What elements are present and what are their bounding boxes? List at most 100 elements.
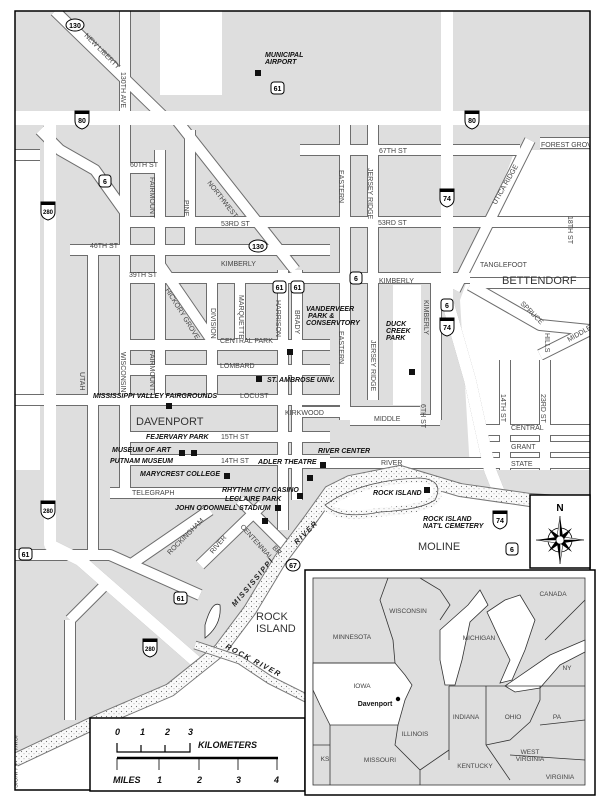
inset-iowa bbox=[312, 662, 413, 726]
svg-text:130: 130 bbox=[69, 23, 81, 30]
svg-text:NY: NY bbox=[562, 665, 572, 672]
us-6-shield: 6 bbox=[440, 298, 454, 312]
svg-text:1: 1 bbox=[157, 775, 162, 785]
svg-text:80: 80 bbox=[78, 118, 86, 125]
svg-text:MISSOURI: MISSOURI bbox=[364, 757, 396, 764]
svg-text:VIRGINIA: VIRGINIA bbox=[516, 756, 545, 763]
label-hills: HILLS bbox=[543, 333, 550, 353]
label-marquette: MARQUETTE bbox=[237, 295, 244, 339]
state-route-130-shield: 130 bbox=[65, 18, 85, 32]
us-61-shield: 61 bbox=[270, 81, 285, 95]
svg-text:MICHIGAN: MICHIGAN bbox=[463, 635, 496, 642]
landmark-markers bbox=[166, 70, 430, 524]
interstate-74-shield: 74 bbox=[439, 188, 455, 208]
label-forest-grove: FOREST GROVE bbox=[541, 142, 597, 149]
scale-bar: 0 1 2 3 KILOMETERS MILES 1 2 3 4 bbox=[89, 717, 306, 792]
place-labels: MUNICIPAL AIRPORT VANDERVEER PARK & CONS… bbox=[93, 52, 485, 530]
label-division: DIVISION bbox=[209, 308, 216, 339]
svg-text:0: 0 bbox=[115, 727, 120, 737]
label-fairmount: FAIRMOUNT bbox=[148, 177, 155, 219]
label-53rd-st-west: 53RD ST bbox=[221, 221, 251, 228]
svg-text:280: 280 bbox=[43, 210, 54, 216]
label-18th-st: 18TH ST bbox=[566, 216, 573, 245]
label-lombard: LOMBARD bbox=[220, 363, 255, 370]
us-6-shield: 6 bbox=[505, 542, 519, 556]
svg-text:74: 74 bbox=[443, 325, 451, 332]
svg-text:2: 2 bbox=[196, 775, 202, 785]
label-duck-creek-2: CREEK bbox=[386, 328, 411, 335]
label-museum-of-art: MUSEUM OF ART bbox=[112, 447, 171, 454]
svg-text:280: 280 bbox=[43, 509, 54, 515]
svg-text:OHIO: OHIO bbox=[505, 714, 522, 721]
label-130th-ave: 130TH AVE bbox=[119, 72, 126, 108]
label-iowa-border: IOWA bbox=[11, 735, 17, 751]
svg-text:PA: PA bbox=[553, 714, 562, 721]
label-kimberly-east: KIMBERLY bbox=[379, 278, 414, 285]
kilometers-label: KILOMETERS bbox=[198, 740, 257, 750]
city-davenport: DAVENPORT bbox=[136, 416, 204, 428]
svg-text:4: 4 bbox=[273, 775, 279, 785]
lake-erie bbox=[504, 639, 586, 693]
city-rock-island-1: ROCK bbox=[256, 611, 288, 623]
label-60th-st: 60TH ST bbox=[130, 162, 159, 169]
label-putnam-museum: PUTNAM MUSEUM bbox=[110, 458, 173, 465]
label-eastern-south: EASTERN bbox=[337, 331, 344, 364]
label-illinois-border: ILLINOIS bbox=[11, 763, 17, 788]
state-route-130-shield: 130 bbox=[248, 239, 268, 253]
label-duck-creek-3: PARK bbox=[386, 335, 406, 342]
svg-text:3: 3 bbox=[188, 727, 193, 737]
lake-huron bbox=[486, 594, 536, 684]
svg-text:280: 280 bbox=[145, 647, 156, 653]
label-stadium: JOHN O'DONNELL STADIUM bbox=[175, 505, 271, 512]
svg-text:CANADA: CANADA bbox=[539, 591, 567, 598]
svg-text:VIRGINIA: VIRGINIA bbox=[546, 774, 575, 781]
svg-text:130: 130 bbox=[252, 244, 264, 251]
label-pine: PINE bbox=[182, 200, 189, 217]
interstate-280-shield: 280 bbox=[142, 638, 158, 658]
label-46th-st: 46TH ST bbox=[90, 243, 119, 250]
label-state: STATE bbox=[511, 461, 533, 468]
label-fairmount-south: FAIRMOUNT bbox=[148, 350, 155, 392]
label-central-park: CENTRAL PARK bbox=[220, 338, 273, 345]
svg-text:ILLINOIS: ILLINOIS bbox=[402, 731, 429, 738]
label-15th-st: 15TH ST bbox=[221, 434, 250, 441]
label-middle-west: MIDDLE bbox=[374, 416, 401, 423]
label-cemetery-1: ROCK ISLAND bbox=[423, 516, 472, 523]
interstate-280-shield: 280 bbox=[40, 201, 56, 221]
miles-label: MILES bbox=[113, 775, 141, 785]
label-fairgrounds: MISSISSIPPI VALLEY FAIRGROUNDS bbox=[93, 393, 218, 400]
label-53rd-st-east: 53RD ST bbox=[378, 220, 408, 227]
svg-text:INDIANA: INDIANA bbox=[453, 714, 480, 721]
svg-text:WISCONSIN: WISCONSIN bbox=[389, 608, 427, 615]
svg-text:MINNESOTA: MINNESOTA bbox=[333, 634, 372, 641]
label-airport-2: AIRPORT bbox=[264, 59, 297, 66]
inset-davenport-marker bbox=[395, 696, 401, 702]
label-locust: LOCUST bbox=[240, 393, 269, 400]
interstate-280-shield: 280 bbox=[40, 500, 56, 520]
svg-text:3: 3 bbox=[236, 775, 241, 785]
label-vanderveer-3: CONSERVTORY bbox=[306, 320, 361, 327]
city-rock-island-2: ISLAND bbox=[256, 623, 296, 635]
label-23rd-st: 23RD ST bbox=[539, 394, 546, 424]
svg-text:61: 61 bbox=[276, 285, 284, 292]
label-67th-st: 67TH ST bbox=[379, 148, 408, 155]
label-telegraph: TELEGRAPH bbox=[132, 490, 174, 497]
interstate-74-shield: 74 bbox=[439, 317, 455, 337]
label-central: CENTRAL bbox=[511, 425, 544, 432]
river-islet bbox=[204, 603, 221, 639]
label-airport-1: MUNICIPAL bbox=[265, 52, 303, 59]
svg-text:2: 2 bbox=[164, 727, 170, 737]
svg-text:6: 6 bbox=[510, 547, 514, 554]
compass-star-icon bbox=[535, 515, 585, 565]
label-utah: UTAH bbox=[78, 372, 85, 391]
svg-text:74: 74 bbox=[443, 196, 451, 203]
city-moline: MOLINE bbox=[418, 541, 460, 553]
label-kimberly-west: KIMBERLY bbox=[221, 261, 256, 268]
label-14th-st: 14TH ST bbox=[221, 458, 250, 465]
svg-text:61: 61 bbox=[177, 596, 185, 603]
svg-text:6: 6 bbox=[103, 179, 107, 186]
svg-text:6: 6 bbox=[354, 276, 358, 283]
svg-text:67: 67 bbox=[289, 563, 297, 570]
label-wisconsin: WISCONSIN bbox=[119, 352, 126, 392]
